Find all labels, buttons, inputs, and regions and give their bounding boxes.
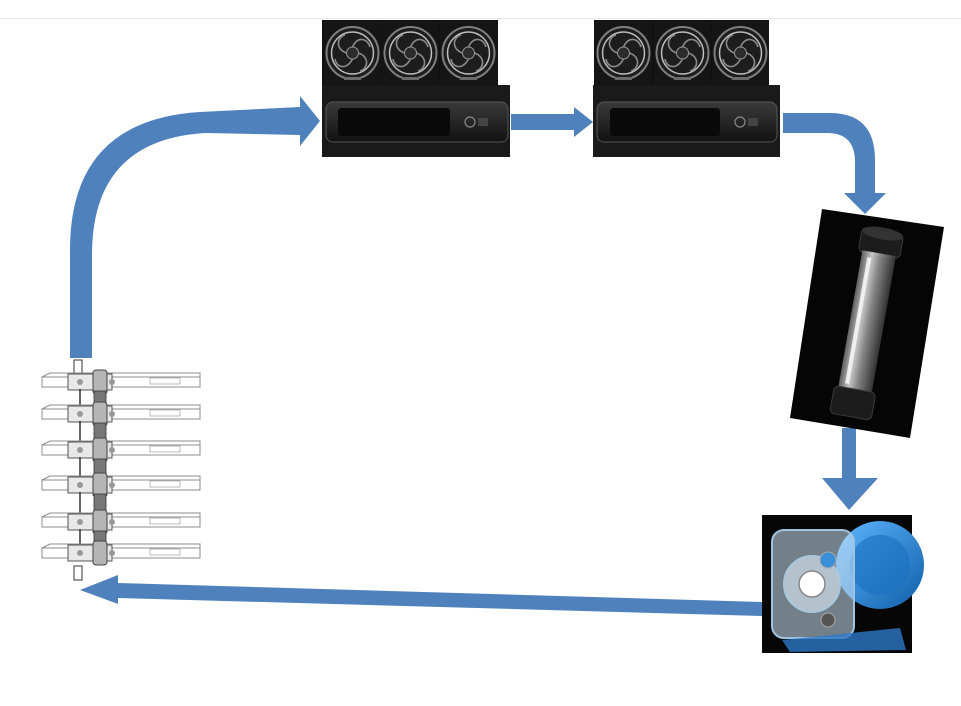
gpu-block-stack [41,359,201,581]
gpu-block-icon [41,437,201,463]
gpu-block-icon [41,540,201,566]
radiator-icon [322,85,510,157]
gpu-block-icon [41,369,201,395]
reservoir-icon [790,209,944,438]
fan-icon [323,20,382,86]
gpu-bridge [93,458,107,475]
gpu-bridge [93,530,107,543]
fan-icon [439,20,498,86]
arrow-radiator1-to-radiator2 [511,107,593,137]
gpu-bridge [93,422,107,440]
top-divider [0,18,961,19]
gpu-block-icon [41,509,201,535]
fan-icon [381,20,440,86]
radiator-1 [322,20,510,157]
radiator-icon [593,85,780,157]
gpu-block-icon [41,401,201,427]
fan-icon [711,20,770,86]
arrow-pump-to-gpus [80,575,762,616]
gpu-bridge [93,493,107,512]
pump-icon [762,515,924,653]
gpu-block-icon [41,472,201,498]
arrow-reservoir-to-pump [822,428,878,510]
gpu-inlet-fitting [73,359,83,375]
arrow-gpu-to-radiator1 [70,96,320,358]
gpu-bridge [93,390,107,404]
flow-arrows [70,96,886,616]
gpu-outlet-fitting [73,565,83,581]
fan-icon [653,20,712,86]
fan-icon [594,20,653,86]
arrow-radiator2-to-reservoir [783,113,886,214]
radiator-2 [593,20,780,157]
